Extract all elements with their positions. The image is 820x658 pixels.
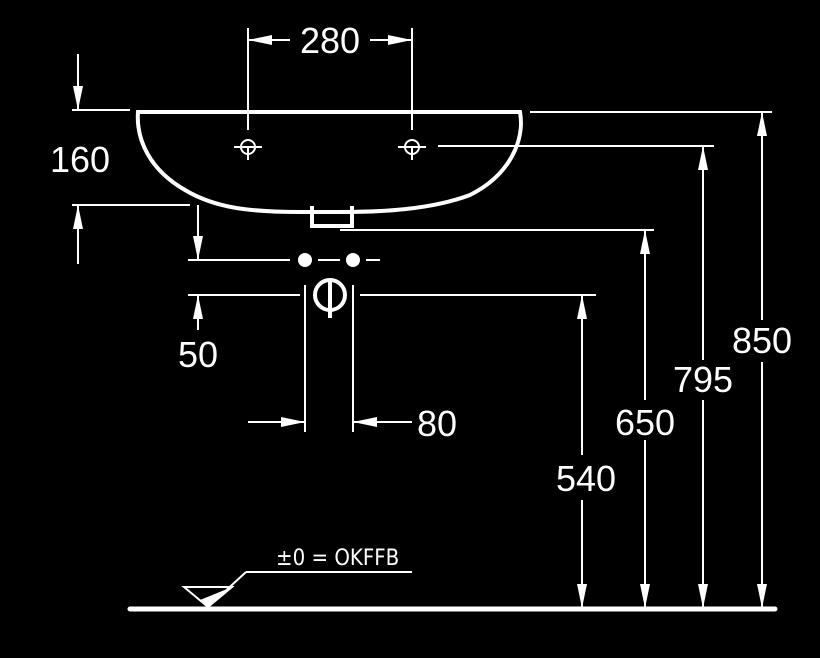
arrow-160-bottom (73, 205, 83, 229)
valve-right-icon (346, 253, 360, 267)
arrow-80-right (353, 417, 377, 427)
arrow-280-left (248, 35, 272, 45)
arrow-795-bottom (698, 584, 708, 608)
arrow-50-top (193, 236, 203, 260)
arrow-795-top (698, 146, 708, 170)
floor-reference-marker-icon (181, 571, 412, 609)
arrow-850-bottom (757, 584, 767, 608)
tap-hole-left-icon (234, 139, 262, 160)
dim-label-850: 850 (732, 320, 792, 361)
floor-reference-label: ±0 = OKFFB (276, 546, 399, 571)
arrow-540-bottom (577, 584, 587, 608)
dim-label-160: 160 (50, 139, 110, 180)
arrow-650-top (640, 230, 650, 254)
tap-hole-right-icon (398, 139, 426, 160)
arrow-280-right (388, 35, 412, 45)
dim-label-280: 280 (300, 20, 360, 61)
arrow-850-top (757, 112, 767, 136)
arrow-540-top (577, 295, 587, 319)
arrow-650-bottom (640, 584, 650, 608)
basin-drain-outlet (310, 206, 354, 228)
valve-left-icon (298, 253, 312, 267)
dim-label-795: 795 (673, 359, 733, 400)
trap-outlet-icon (313, 278, 347, 318)
dim-label-540: 540 (556, 458, 616, 499)
arrow-160-top (73, 86, 83, 110)
dim-label-50: 50 (178, 334, 218, 375)
arrow-50-bottom (193, 295, 203, 319)
arrow-80-left (281, 417, 305, 427)
basin-outline (135, 110, 523, 214)
dim-label-650: 650 (615, 402, 675, 443)
dim-label-80: 80 (417, 403, 457, 444)
